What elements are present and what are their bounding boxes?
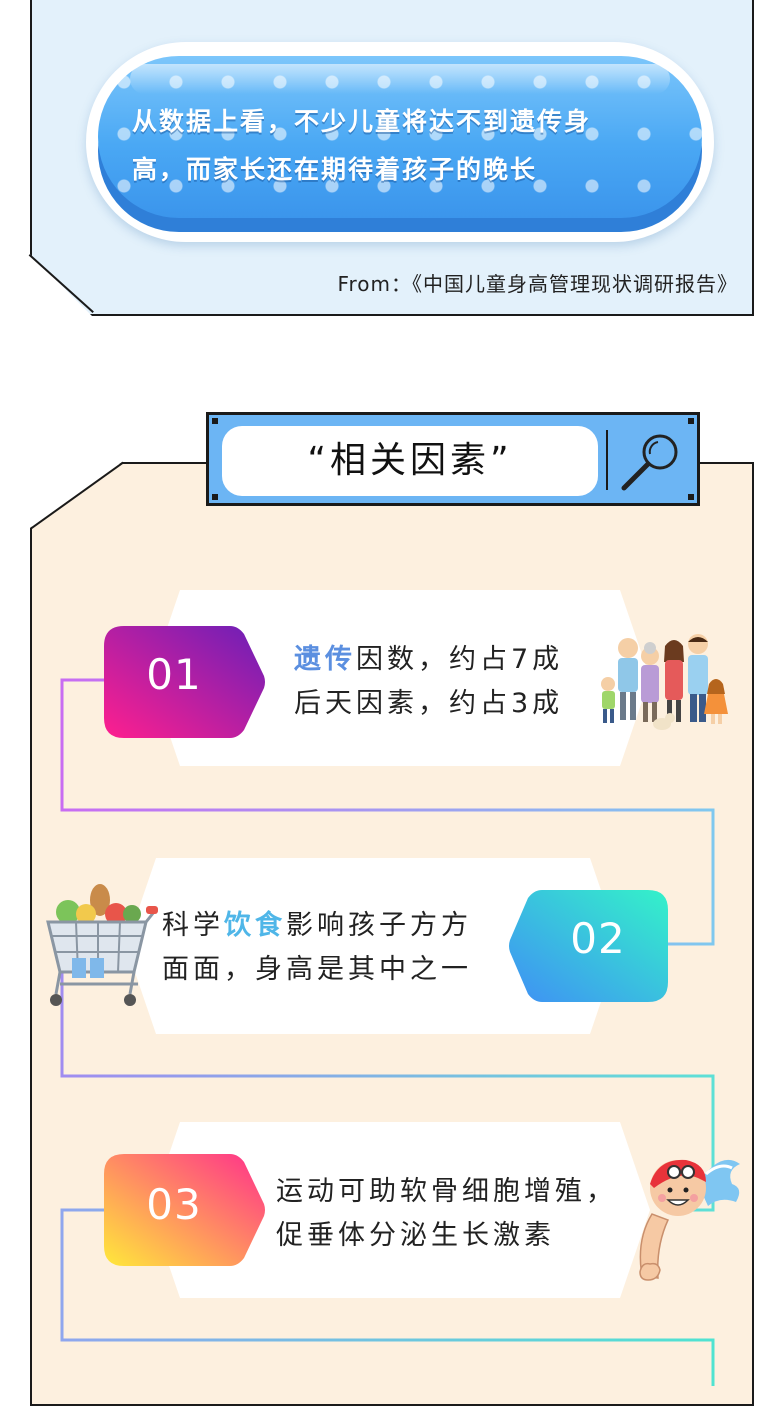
factor-02-line-1-prefix: 科学 — [162, 910, 224, 941]
quote-text: 从数据上看，不少儿童将达不到遗传身 高，而家长还在期待着孩子的晚长 — [132, 98, 682, 194]
search-field — [222, 426, 598, 496]
factor-03-line-2: 促垂体分泌生长激素 — [276, 1220, 555, 1251]
section-title: “相关因素” — [307, 440, 513, 481]
factor-01-line-1-rest: 因数，约占7成 — [356, 644, 564, 675]
badge-02-shape — [509, 890, 668, 1002]
source-citation: From：《中国儿童身高管理现状调研报告》 — [337, 272, 738, 296]
factor-02-line-2: 面面，身高是其中之一 — [162, 954, 472, 985]
shopping-cart-illustration — [46, 884, 158, 1006]
factor-01-line-1: 遗传因数，约占7成 — [294, 638, 614, 682]
factor-03-text: 运动可助软骨细胞增殖， 促垂体分泌生长激素 — [276, 1170, 636, 1258]
connector-01-02 — [60, 678, 715, 946]
factor-01-text: 遗传因数，约占7成 后天因素，约占3成 — [294, 638, 614, 726]
factor-01-line-2: 后天因素，约占3成 — [294, 688, 564, 719]
factor-02-line-1: 科学饮食影响孩子方方 — [162, 904, 522, 948]
factor-01-highlight: 遗传 — [294, 644, 356, 675]
search-divider — [606, 430, 608, 490]
corner-dot — [688, 494, 694, 500]
magnifier-icon — [621, 434, 678, 491]
corner-dot — [688, 418, 694, 424]
factor-03-line-1: 运动可助软骨细胞增殖， — [276, 1176, 617, 1207]
badge-03-number: 03 — [146, 1180, 202, 1229]
factor-02-line-1-rest: 影响孩子方方 — [286, 910, 472, 941]
badge-01-shape — [104, 626, 265, 738]
connector-03-next — [60, 1208, 715, 1386]
corner-dot — [212, 494, 218, 500]
badge-02-number: 02 — [570, 914, 626, 963]
badge-03-shape — [104, 1154, 265, 1266]
quote-line-1: 从数据上看，不少儿童将达不到遗传身 — [132, 107, 592, 136]
quote-line-2: 高，而家长还在期待着孩子的晚长 — [132, 155, 538, 184]
factor-02-text: 科学饮食影响孩子方方 面面，身高是其中之一 — [162, 904, 522, 992]
corner-dot — [212, 418, 218, 424]
factor-02-highlight: 饮食 — [224, 910, 286, 941]
badge-01-number: 01 — [146, 650, 202, 699]
quote-bubble-gloss — [130, 64, 670, 94]
family-illustration — [601, 634, 728, 730]
swimmer-illustration — [639, 1159, 740, 1281]
